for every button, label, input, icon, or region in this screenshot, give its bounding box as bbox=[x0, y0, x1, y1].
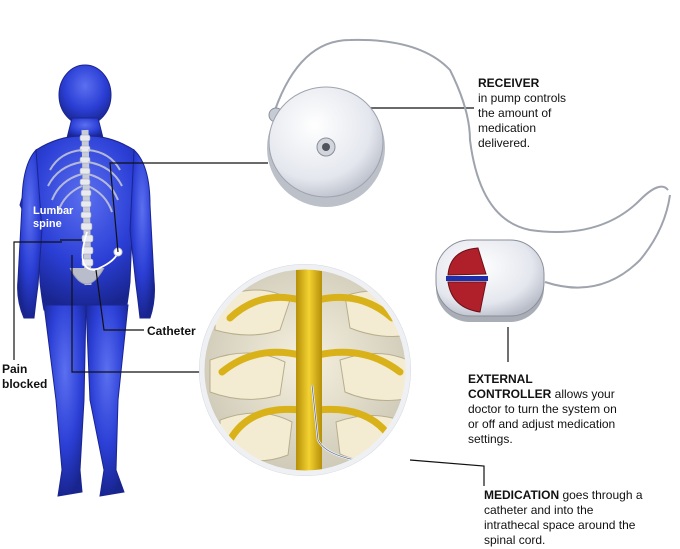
pain-line bbox=[13, 241, 62, 360]
right-leg bbox=[85, 304, 129, 497]
left-arm bbox=[17, 148, 43, 319]
catheter-label: Catheter bbox=[147, 324, 196, 338]
left-leg bbox=[43, 304, 87, 497]
pain-blocked-label: Pain blocked bbox=[2, 362, 48, 391]
external-controller-label: EXTERNAL CONTROLLER allows your doctor t… bbox=[468, 372, 617, 446]
controller-red-bottom bbox=[447, 281, 487, 313]
pump-tube bbox=[274, 38, 669, 233]
medication-line bbox=[409, 459, 485, 486]
right-arm bbox=[129, 148, 155, 319]
receiver-label: RECEIVER in pump controls the amount of … bbox=[478, 76, 567, 150]
spine bbox=[47, 129, 123, 286]
lumbar-spine-label: Lumbar spine bbox=[33, 205, 74, 230]
zoom-line bbox=[71, 255, 206, 373]
head bbox=[58, 64, 112, 126]
catheter-line bbox=[95, 269, 144, 331]
medication-label: MEDICATION goes through a catheter and i… bbox=[484, 488, 643, 547]
implanted-catheter bbox=[81, 231, 119, 271]
controller-red-top bbox=[447, 247, 487, 276]
leader-lines bbox=[13, 107, 509, 486]
receiver-line bbox=[109, 162, 268, 253]
controller-blue-stripe bbox=[446, 276, 488, 281]
receiver-pump bbox=[267, 38, 669, 233]
spinal-cord bbox=[296, 267, 322, 473]
external-controller bbox=[435, 194, 671, 322]
spinal-cord-zoom bbox=[199, 264, 411, 476]
